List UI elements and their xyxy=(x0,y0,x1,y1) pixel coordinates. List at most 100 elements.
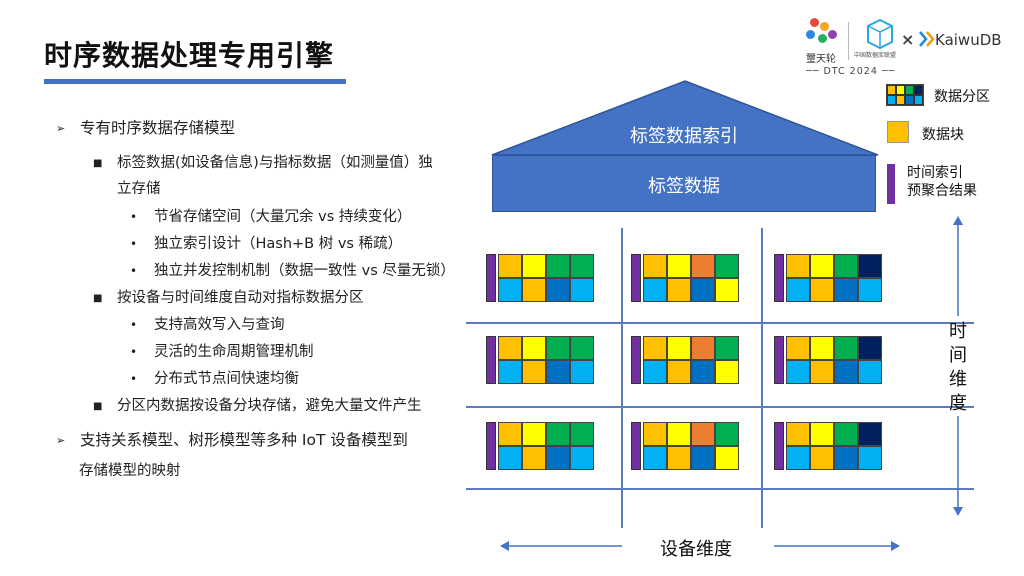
data-block xyxy=(834,336,858,360)
data-block xyxy=(498,336,522,360)
event-text: DTC 2024 xyxy=(823,66,878,77)
logo-dot xyxy=(818,34,827,43)
data-partition xyxy=(486,422,596,470)
data-block xyxy=(498,254,522,278)
data-partition xyxy=(631,336,741,384)
data-block xyxy=(643,422,667,446)
data-block xyxy=(667,278,691,302)
database-cube-icon xyxy=(867,18,893,50)
data-block xyxy=(715,336,739,360)
roof-label: 标签数据索引 xyxy=(630,126,738,147)
data-block xyxy=(786,422,810,446)
grid-line xyxy=(761,228,763,528)
data-block xyxy=(643,254,667,278)
event-label: ── DTC 2024 ── xyxy=(806,66,896,77)
data-block xyxy=(546,254,570,278)
bullet-item: 存储模型的映射 xyxy=(79,461,181,481)
bullet-text: 分区内数据按设备分块存储，避免大量文件产生 xyxy=(117,398,422,414)
data-block xyxy=(546,422,570,446)
bullet-text: 标签数据(如设备信息)与指标数据（如测量值）独 xyxy=(117,155,433,171)
bullet-item: •分布式节点间快速均衡 xyxy=(130,369,299,389)
data-block xyxy=(691,336,715,360)
bullet-item: •节省存储空间（大量冗余 vs 持续变化） xyxy=(130,207,411,227)
data-block xyxy=(810,360,834,384)
bullet-text: 立存储 xyxy=(117,181,161,197)
bullet-text: 独立并发控制机制（数据一致性 vs 尽量无锁） xyxy=(154,263,455,279)
data-block xyxy=(715,422,739,446)
bullet-item: •灵活的生命周期管理机制 xyxy=(130,342,314,362)
data-block xyxy=(810,254,834,278)
device-axis-label: 设备维度 xyxy=(660,539,732,560)
bullet-item: ➢专有时序数据存储模型 xyxy=(56,118,235,139)
grid-line xyxy=(466,322,974,324)
data-block xyxy=(522,446,546,470)
data-block xyxy=(570,360,594,384)
data-block xyxy=(834,360,858,384)
bullet-item: ■分区内数据按设备分块存储，避免大量文件产生 xyxy=(93,396,422,417)
time-index-bar xyxy=(631,254,641,302)
device-axis-arrow xyxy=(500,541,900,551)
data-partition xyxy=(631,422,741,470)
time-index-bar xyxy=(631,422,641,470)
legend-block-swatch xyxy=(887,121,909,143)
data-partition xyxy=(631,254,741,302)
bullet-item: • 独立索引设计（Hash+B 树 vs 稀疏） xyxy=(130,234,402,254)
data-block-grid xyxy=(498,254,594,302)
data-block xyxy=(858,278,882,302)
grid-line xyxy=(621,228,623,528)
bullet-marker: ➢ xyxy=(56,122,66,135)
bullet-marker: • xyxy=(130,345,138,359)
brand-center-text: 中国数据库联盟 xyxy=(854,52,897,59)
data-block-grid xyxy=(643,422,739,470)
logo-dot xyxy=(810,18,819,27)
data-block xyxy=(810,278,834,302)
data-block xyxy=(691,446,715,470)
data-block-grid xyxy=(643,336,739,384)
data-block xyxy=(858,446,882,470)
logo-cross: × xyxy=(901,30,915,49)
bullet-text: 独立索引设计（Hash+B 树 vs 稀疏） xyxy=(154,236,403,252)
data-block xyxy=(786,278,810,302)
data-block xyxy=(691,278,715,302)
time-index-bar xyxy=(486,422,496,470)
bullet-marker: ➢ xyxy=(56,434,66,447)
bullet-item: 立存储 xyxy=(117,179,161,199)
brand-left-text: 璽天轮 xyxy=(806,54,836,65)
data-block xyxy=(834,278,858,302)
data-block xyxy=(691,360,715,384)
data-block xyxy=(715,278,739,302)
data-block xyxy=(643,360,667,384)
data-block xyxy=(546,446,570,470)
data-partition xyxy=(486,336,596,384)
data-block xyxy=(834,254,858,278)
data-block xyxy=(570,422,594,446)
data-block xyxy=(858,254,882,278)
time-index-bar xyxy=(774,422,784,470)
legend-label-block: 数据块 xyxy=(922,127,964,143)
data-block xyxy=(834,446,858,470)
bullet-item: ■标签数据(如设备信息)与指标数据（如测量值）独 xyxy=(93,153,433,174)
data-block xyxy=(522,336,546,360)
bullet-marker: • xyxy=(130,318,138,332)
bullet-marker: • xyxy=(130,237,138,251)
legend-label-partition: 数据分区 xyxy=(934,89,990,105)
data-block xyxy=(498,360,522,384)
data-block xyxy=(570,336,594,360)
data-block xyxy=(691,422,715,446)
time-index-bar xyxy=(774,336,784,384)
bullet-marker: ■ xyxy=(93,293,103,304)
data-partition xyxy=(774,336,884,384)
grid-line xyxy=(466,488,974,490)
data-block xyxy=(810,336,834,360)
data-block xyxy=(667,422,691,446)
data-block xyxy=(570,254,594,278)
data-block-grid xyxy=(786,254,882,302)
data-block xyxy=(522,422,546,446)
bullet-item: ■ 按设备与时间维度自动对指标数据分区 xyxy=(93,288,364,309)
data-block xyxy=(546,336,570,360)
time-axis-label: 时间维度 xyxy=(949,321,967,414)
logo-dot xyxy=(806,30,815,39)
logo-area xyxy=(800,12,1014,84)
bullet-text: 按设备与时间维度自动对指标数据分区 xyxy=(117,290,364,306)
legend-partition-swatch xyxy=(886,84,924,106)
